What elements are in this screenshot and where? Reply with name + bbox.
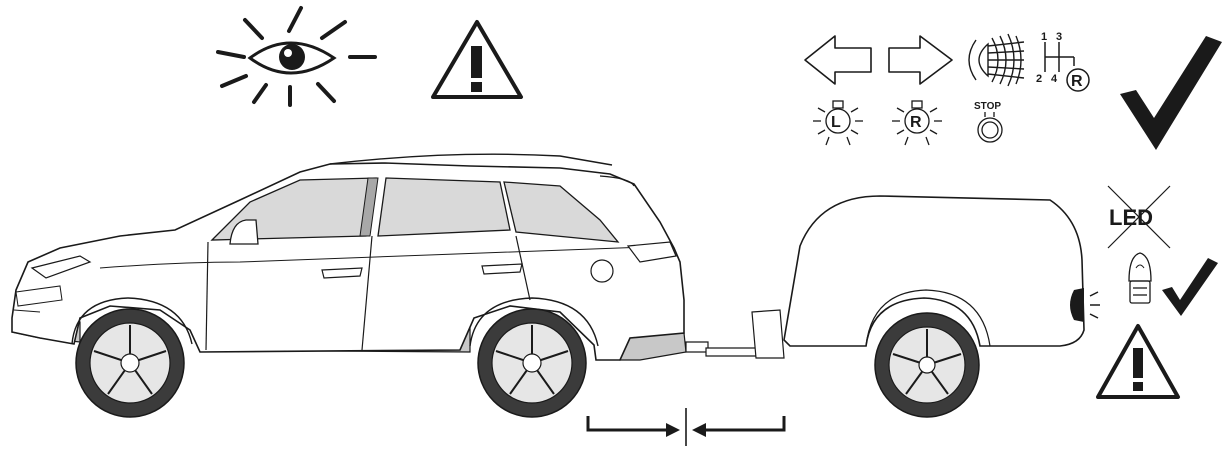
bulb-icon	[1129, 253, 1151, 303]
no-led-icon: LED	[1108, 186, 1170, 248]
stop-label: STOP	[974, 101, 1001, 112]
gear-2-label: 2	[1036, 73, 1042, 85]
warning-triangle-icon	[433, 22, 521, 97]
car	[12, 154, 708, 417]
front-wheel	[76, 309, 184, 417]
led-label: LED	[1109, 205, 1153, 230]
gear-shift-icon: 1 3 2 4 R	[1036, 31, 1089, 91]
gear-r-label: R	[1071, 73, 1083, 90]
gear-1-label: 1	[1041, 31, 1047, 43]
left-lamp-icon: L	[813, 101, 863, 145]
lamp-right-label: R	[910, 114, 922, 131]
right-arrow-icon	[889, 36, 952, 84]
fog-lamp-icon	[969, 34, 1024, 86]
gear-4-label: 4	[1051, 73, 1058, 85]
rear-window	[378, 178, 510, 236]
small-checkmark-icon	[1162, 258, 1218, 316]
bottom-warning-triangle-icon	[1098, 326, 1178, 397]
gear-3-label: 3	[1056, 31, 1062, 43]
tow-bar	[686, 342, 708, 352]
observe-eye-icon	[218, 8, 375, 105]
stop-lamp-icon: STOP	[974, 101, 1002, 142]
distance-indicator	[588, 408, 784, 446]
left-arrow-icon	[805, 36, 871, 84]
rear-wheel	[478, 309, 586, 417]
checkmark-icon	[1120, 36, 1222, 150]
trailer	[706, 196, 1100, 417]
right-lamp-icon: R	[892, 101, 942, 145]
lamp-left-label: L	[831, 114, 841, 131]
